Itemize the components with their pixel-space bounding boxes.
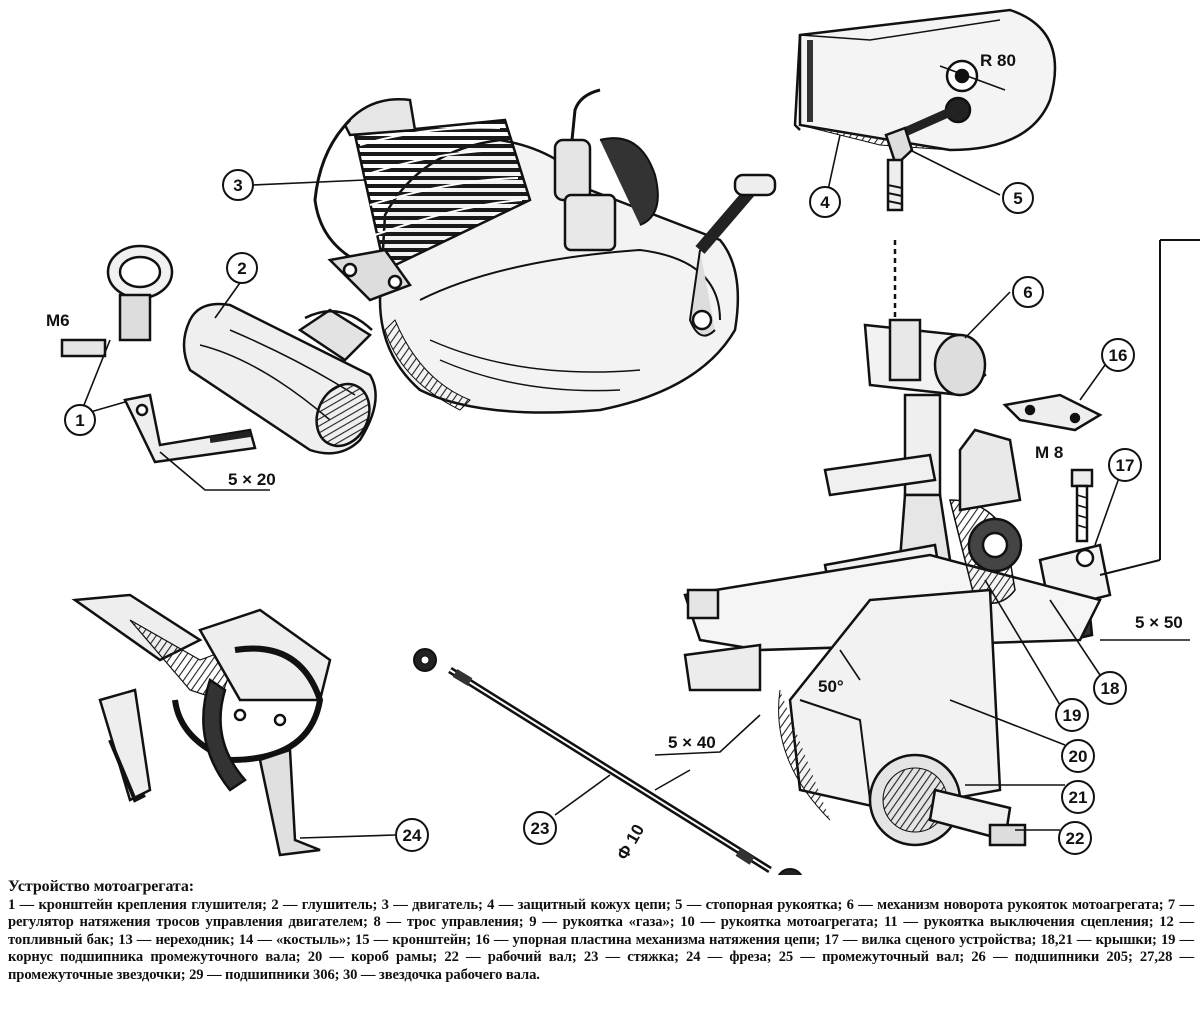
callout-20: 20 (1061, 739, 1095, 773)
callout-3: 3 (222, 169, 254, 201)
callout-22: 22 (1058, 821, 1092, 855)
caption-body: 1 — кронштейн крепления глушителя; 2 — г… (8, 896, 1194, 983)
chain-guard-drawing (793, 8, 1057, 152)
svg-text:19: 19 (1063, 706, 1082, 725)
svg-text:16: 16 (1109, 346, 1128, 365)
dim-m8: M 8 (1035, 443, 1063, 462)
svg-text:24: 24 (403, 826, 422, 845)
lock-handle-drawing (884, 126, 914, 212)
callout-18: 18 (1093, 671, 1127, 705)
leader-lines (79, 134, 1190, 839)
svg-text:21: 21 (1069, 788, 1088, 807)
svg-text:17: 17 (1116, 456, 1135, 475)
dim-5x50: 5 × 50 (1135, 613, 1183, 632)
svg-text:18: 18 (1101, 679, 1120, 698)
callout-16: 16 (1101, 338, 1135, 372)
svg-text:23: 23 (531, 819, 550, 838)
svg-text:6: 6 (1023, 283, 1032, 302)
svg-text:22: 22 (1066, 829, 1085, 848)
callout-23: 23 (523, 811, 557, 845)
svg-text:1: 1 (75, 411, 84, 430)
svg-text:3: 3 (233, 176, 242, 195)
caption: Устройство мотоагрегата: 1 — кронштейн к… (8, 878, 1194, 984)
svg-text:4: 4 (820, 193, 830, 212)
callout-4: 4 (809, 186, 841, 218)
dim-angle: 50° (818, 677, 844, 696)
callout-2: 2 (226, 252, 258, 284)
svg-text:5: 5 (1013, 189, 1022, 208)
dim-5x40: 5 × 40 (668, 733, 716, 752)
callout-21: 21 (1061, 780, 1095, 814)
svg-text:2: 2 (237, 259, 246, 278)
dim-diameter: Φ 10 (613, 821, 648, 863)
pivot-mechanism-drawing (863, 240, 987, 562)
tie-rod-drawing (413, 648, 803, 875)
thrust-plate-drawing (1002, 393, 1103, 432)
engine-drawing (313, 88, 777, 414)
callout-1: 1 (64, 404, 96, 436)
callout-24: 24 (395, 818, 429, 852)
callout-19: 19 (1055, 698, 1089, 732)
callout-5: 5 (1002, 182, 1034, 214)
cultivator-mill-drawing (71, 593, 332, 857)
caption-title: Устройство мотоагрегата: (8, 878, 195, 895)
dim-m6: M6 (46, 311, 70, 330)
muffler-bracket-drawing (60, 244, 257, 464)
dim-5x20: 5 × 20 (228, 470, 276, 489)
svg-text:20: 20 (1069, 747, 1088, 766)
callout-6: 6 (1012, 276, 1044, 308)
dim-radius: R 80 (980, 51, 1016, 70)
callout-17: 17 (1108, 448, 1142, 482)
assembly-drawing: 1 2 3 4 5 6 16 17 18 19 20 21 22 23 24 M… (46, 8, 1200, 875)
muffler-drawing (182, 302, 377, 455)
